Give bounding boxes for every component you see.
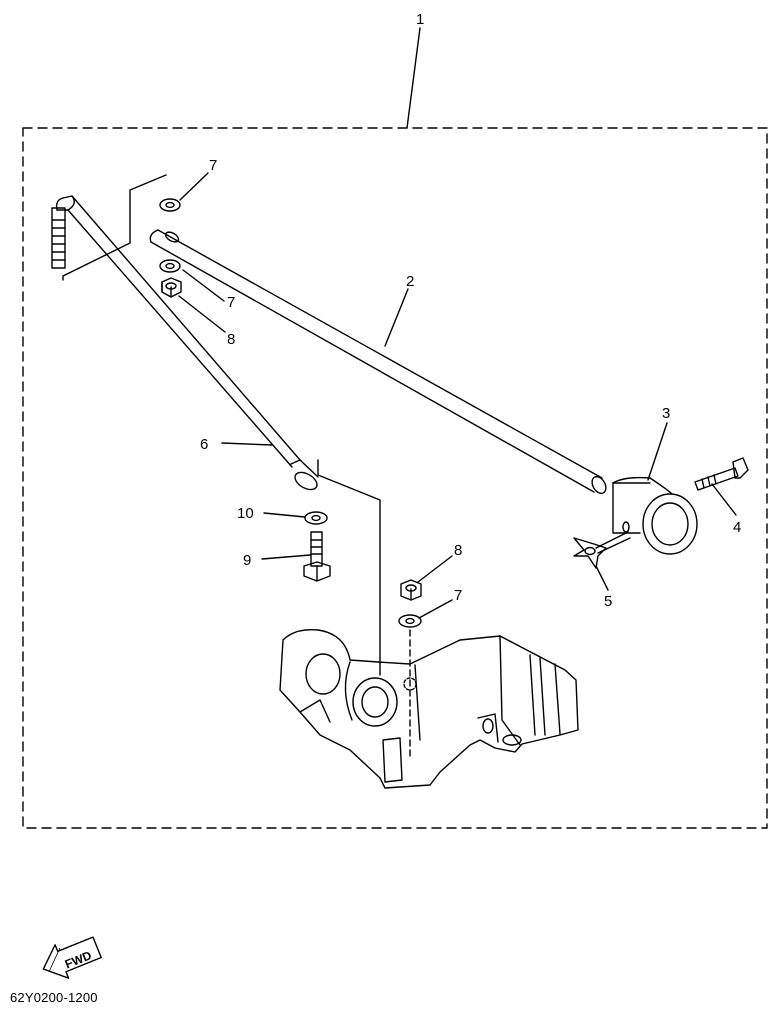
steering-bracket bbox=[279, 629, 579, 789]
washer-7-mid bbox=[159, 259, 181, 273]
callout-4: 4 bbox=[733, 519, 741, 536]
drag-link bbox=[51, 195, 319, 491]
leader-7b bbox=[182, 269, 225, 302]
centerline-upper bbox=[62, 174, 167, 281]
nut-8-lower bbox=[400, 555, 453, 601]
callout-5: 5 bbox=[604, 593, 612, 610]
callout-2: 2 bbox=[406, 273, 414, 290]
callout-9: 9 bbox=[243, 552, 251, 569]
nut-8-upper bbox=[161, 277, 226, 333]
leader-8a bbox=[178, 295, 226, 333]
washer-7-top bbox=[159, 198, 181, 212]
callout-10: 10 bbox=[237, 505, 254, 522]
bolt-9 bbox=[261, 531, 331, 582]
callout-8b: 8 bbox=[454, 542, 462, 559]
leader-6 bbox=[221, 442, 273, 446]
callout-6: 6 bbox=[200, 436, 208, 453]
drawing-code: 62Y0200-1200 bbox=[10, 990, 98, 1005]
leader-9 bbox=[261, 554, 311, 560]
fwd-label: FWD bbox=[63, 948, 94, 971]
collar-3 bbox=[612, 422, 698, 555]
callout-3: 3 bbox=[662, 405, 670, 422]
wing-bolt-5 bbox=[573, 531, 631, 591]
fwd-arrow-icon bbox=[42, 936, 102, 979]
leader-7a bbox=[179, 172, 209, 201]
leader-7c bbox=[418, 599, 453, 619]
leader-4 bbox=[711, 483, 737, 516]
callout-7a: 7 bbox=[209, 157, 217, 174]
leader-2 bbox=[384, 288, 409, 347]
bolt-4 bbox=[694, 457, 749, 516]
leader-10 bbox=[263, 512, 306, 518]
leader-1 bbox=[406, 27, 421, 129]
leader-8b bbox=[417, 555, 453, 583]
leader-3 bbox=[647, 422, 668, 481]
washer-10 bbox=[304, 511, 328, 525]
callout-1: 1 bbox=[416, 11, 424, 28]
callout-7b: 7 bbox=[227, 294, 235, 311]
washer-7-lower bbox=[398, 614, 422, 628]
leader-5 bbox=[595, 565, 609, 591]
callout-8a: 8 bbox=[227, 331, 235, 348]
callout-7c: 7 bbox=[454, 587, 462, 604]
steering-rod bbox=[149, 229, 607, 495]
centerline-lower bbox=[317, 459, 381, 676]
assembly-boundary bbox=[22, 127, 768, 829]
